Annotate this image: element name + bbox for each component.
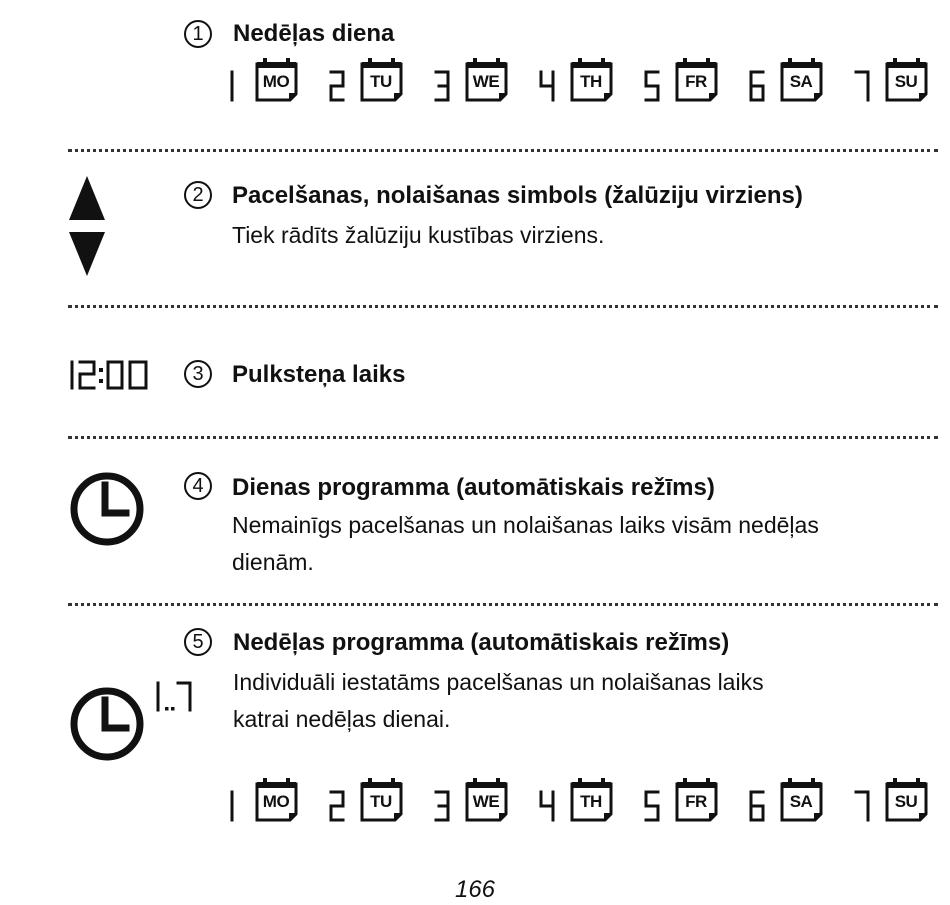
seven-segment-digit-icon <box>539 70 555 102</box>
section-5-description-line-1: Individuāli iestatāms pacelšanas un nola… <box>233 669 764 695</box>
seven-segment-digit-icon <box>434 70 450 102</box>
section-2-description: Tiek rādīts žalūziju kustības virziens. <box>232 222 605 248</box>
weekday-label: SU <box>894 792 918 811</box>
section-5-title: Nedēļas programma (automātiskais režīms) <box>233 629 730 656</box>
calendar-day-icon: FR <box>674 778 720 822</box>
calendar-day-icon: MO <box>254 778 300 822</box>
section-1-number: 1 <box>184 20 212 48</box>
section-4-description-line-2: dienām. <box>232 549 314 575</box>
calendar-day-icon: TH <box>569 778 615 822</box>
section-1-title: Nedēļas diena <box>233 20 395 47</box>
up-down-arrows <box>69 176 105 276</box>
calendar-day-icon: FR <box>674 58 720 102</box>
section-3-title: Pulksteņa laiks <box>232 361 406 388</box>
divider <box>68 603 938 606</box>
calendar-day-icon: SU <box>884 58 930 102</box>
weekday-label: TU <box>370 72 392 91</box>
weekday-label: SA <box>789 72 813 91</box>
weekday-mo: MO <box>224 778 320 828</box>
weekday-row-bottom: MO TU WE TH FR SA SU <box>224 778 944 828</box>
seven-segment-digit-icon <box>854 70 870 102</box>
seven-segment-digit-icon <box>329 790 345 822</box>
section-3-number: 3 <box>184 360 212 388</box>
calendar-day-icon: SU <box>884 778 930 822</box>
section-4-description-line-1: Nemainīgs pacelšanas un nolaišanas laiks… <box>232 512 819 538</box>
week-range-display-icon <box>156 681 192 712</box>
weekday-label: MO <box>262 72 290 91</box>
section-4-number: 4 <box>184 472 212 500</box>
seven-segment-digit-icon <box>230 790 234 822</box>
weekday-we: WE <box>434 778 530 828</box>
calendar-day-icon: TU <box>359 778 405 822</box>
seven-segment-digit-icon <box>230 70 234 102</box>
calendar-day-icon: TH <box>569 58 615 102</box>
calendar-day-icon: MO <box>254 58 300 102</box>
weekday-label: TU <box>370 792 392 811</box>
weekday-sa: SA <box>749 58 845 108</box>
weekday-su: SU <box>854 778 950 828</box>
weekday-label: FR <box>685 792 707 811</box>
seven-segment-digit-icon <box>854 790 870 822</box>
page-number: 166 <box>454 876 496 903</box>
weekday-row-top: MO TU WE TH FR SA SU <box>224 58 944 108</box>
seven-segment-digit-icon <box>434 790 450 822</box>
section-5-description-line-2: katrai nedēļas dienai. <box>233 706 451 732</box>
weekday-fr: FR <box>644 778 740 828</box>
clock-icon <box>70 472 144 546</box>
section-4-title: Dienas programma (automātiskais režīms) <box>232 474 715 501</box>
seven-segment-digit-icon <box>329 70 345 102</box>
clock-icon <box>70 687 144 761</box>
seven-segment-digit-icon <box>644 70 660 102</box>
section-5-number: 5 <box>184 628 212 656</box>
clock-display-icon <box>70 360 148 390</box>
weekday-label: MO <box>262 792 290 811</box>
section-2-title: Pacelšanas, nolaišanas simbols (žalūziju… <box>232 182 803 209</box>
seven-segment-digit-icon <box>749 790 765 822</box>
divider <box>68 436 938 439</box>
triangle-up-icon <box>69 176 105 220</box>
weekday-label: TH <box>580 72 602 91</box>
weekday-tu: TU <box>329 778 425 828</box>
calendar-day-icon: TU <box>359 58 405 102</box>
weekday-label: FR <box>685 72 707 91</box>
seven-segment-digit-icon <box>539 790 555 822</box>
calendar-day-icon: SA <box>779 58 825 102</box>
calendar-day-icon: WE <box>464 778 510 822</box>
weekday-su: SU <box>854 58 950 108</box>
calendar-day-icon: WE <box>464 58 510 102</box>
weekday-th: TH <box>539 778 635 828</box>
weekday-label: SA <box>789 792 813 811</box>
calendar-day-icon: SA <box>779 778 825 822</box>
divider <box>68 149 938 152</box>
divider <box>68 305 938 308</box>
seven-segment-digit-icon <box>644 790 660 822</box>
weekday-label: WE <box>472 72 500 91</box>
weekday-fr: FR <box>644 58 740 108</box>
weekday-label: TH <box>580 792 602 811</box>
section-2-number: 2 <box>184 181 212 209</box>
weekday-label: SU <box>894 72 918 91</box>
weekday-mo: MO <box>224 58 320 108</box>
weekday-we: WE <box>434 58 530 108</box>
weekday-label: WE <box>472 792 500 811</box>
weekday-th: TH <box>539 58 635 108</box>
seven-segment-digit-icon <box>749 70 765 102</box>
triangle-down-icon <box>69 232 105 276</box>
weekday-sa: SA <box>749 778 845 828</box>
weekday-tu: TU <box>329 58 425 108</box>
